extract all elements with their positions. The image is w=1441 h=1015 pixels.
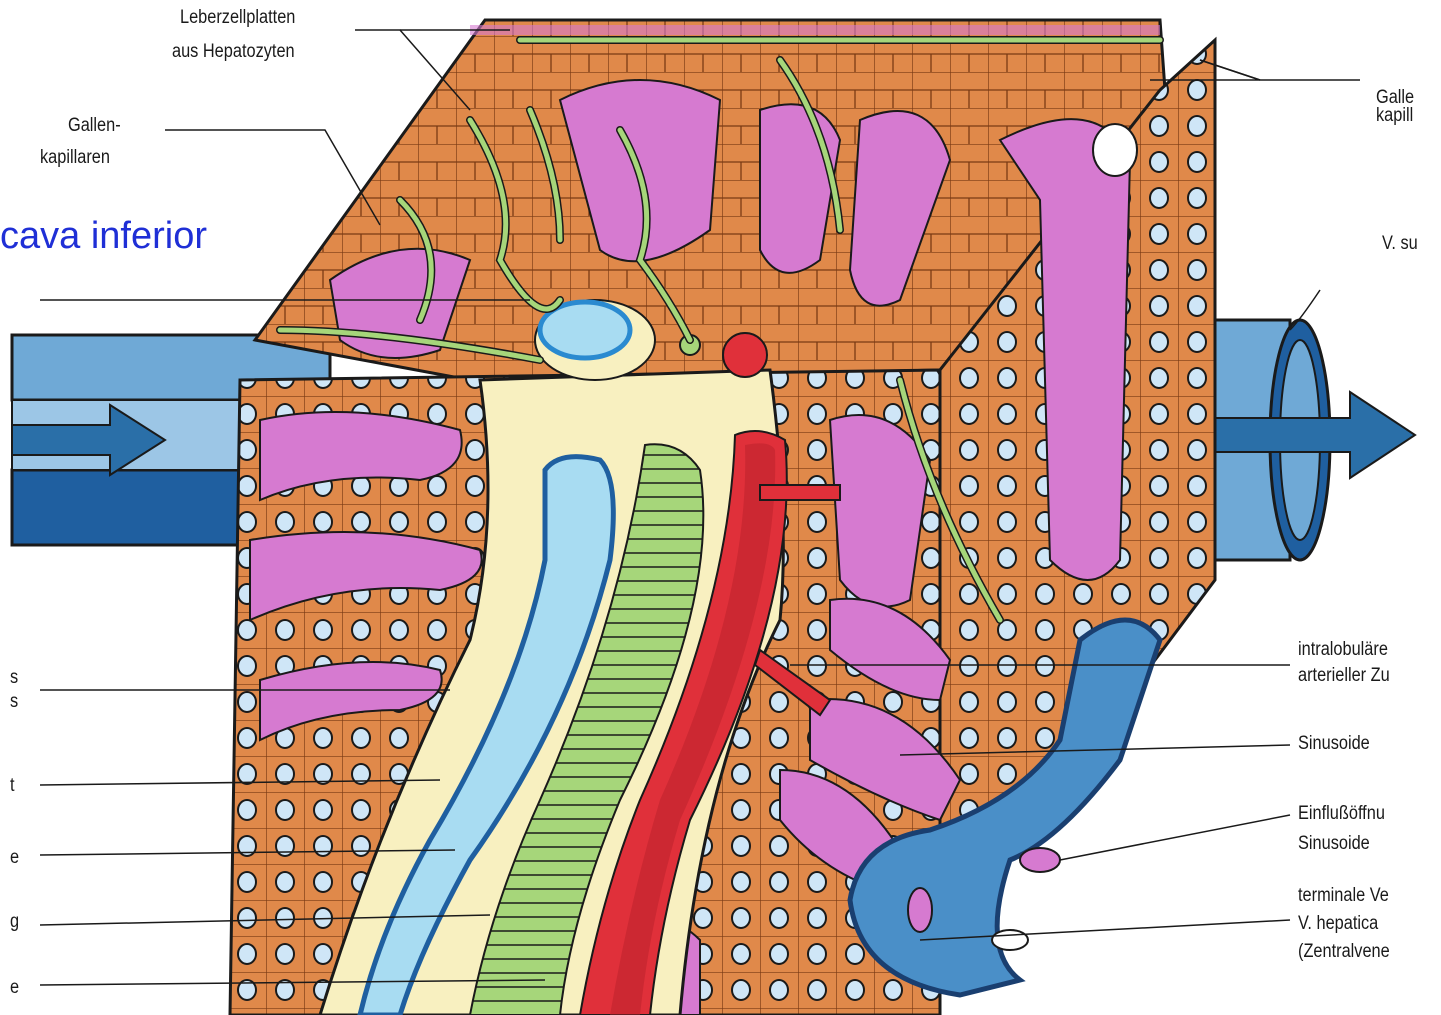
- label-cut-t: t: [10, 774, 15, 798]
- label-sinusoide: Sinusoide: [1298, 732, 1370, 756]
- label-terminale-3: (Zentralvene: [1298, 940, 1390, 964]
- label-gallen-top-1: Gallen-: [68, 114, 121, 138]
- label-cut-e2: e: [10, 976, 19, 1000]
- label-v-su: V. su: [1382, 232, 1418, 256]
- label-leberzellplatten-1: Leberzellplatten: [180, 6, 295, 30]
- label-terminale-2: V. hepatica: [1298, 912, 1378, 936]
- label-galle-right-2: kapill: [1376, 104, 1413, 128]
- label-intralobulare-2: arterieller Zu: [1298, 664, 1390, 688]
- label-cut-s1: s: [10, 666, 18, 690]
- label-cut-g: g: [10, 910, 19, 934]
- label-intralobulare-1: intralobuläre: [1298, 638, 1388, 662]
- label-einfluss-2: Sinusoide: [1298, 832, 1370, 856]
- label-leberzellplatten-2: aus Hepatozyten: [172, 40, 295, 64]
- label-vena-cava: cava inferior: [0, 214, 207, 258]
- label-cut-e1: e: [10, 846, 19, 870]
- label-einfluss-1: Einflußöffnu: [1298, 802, 1385, 826]
- label-gallen-top-2: kapillaren: [40, 146, 110, 170]
- label-terminale-1: terminale Ve: [1298, 884, 1389, 908]
- label-cut-s2: s: [10, 690, 18, 714]
